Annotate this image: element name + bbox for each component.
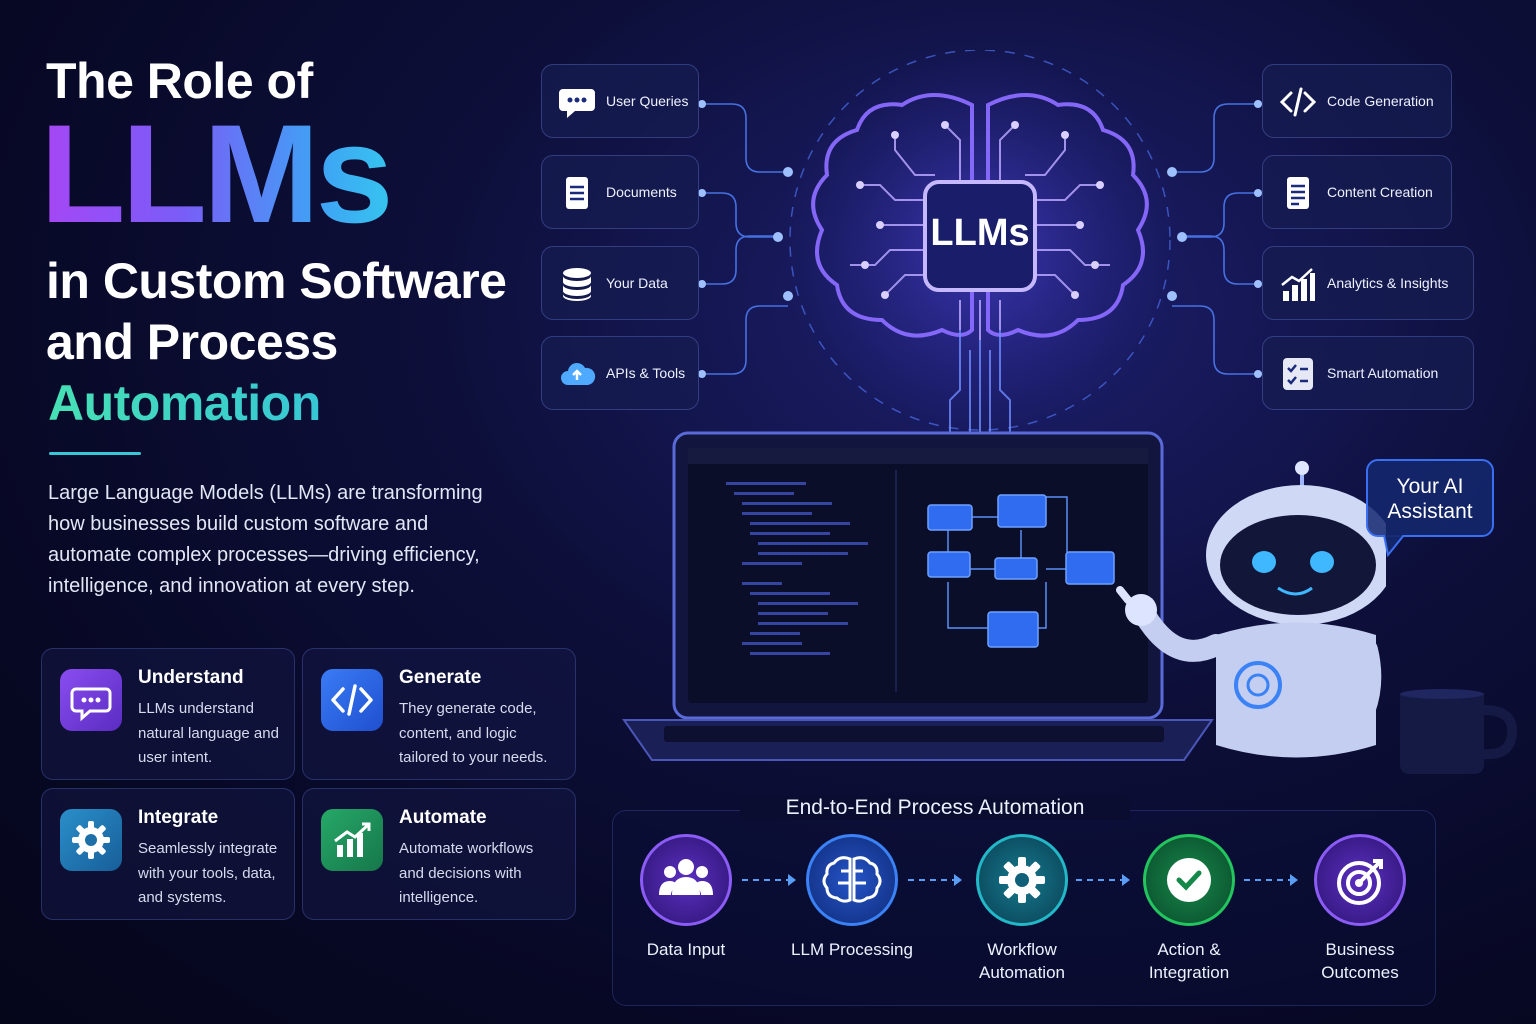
output-smart-automation: Smart Automation [1262,336,1474,410]
output-analytics-insights: Analytics & Insights [1262,246,1474,320]
feature-card-automate: Automate Automate workflows and decision… [302,788,576,920]
target-icon [1314,834,1406,926]
output-code-generation: Code Generation [1262,64,1452,138]
gear-icon [60,809,122,871]
flow-arrows [742,874,1298,886]
title-line-5: Automation [48,375,321,431]
input-label: Your Data [606,275,668,291]
flow-step-label: Workflow Automation [979,940,1065,982]
output-label: Analytics & Insights [1327,275,1449,291]
feature-card-understand: Understand LLMs understand natural langu… [41,648,295,780]
feature-card-generate: Generate They generate code, content, an… [302,648,576,780]
chat-icon [60,669,122,731]
flow-step-label: LLM Processing [791,940,913,959]
feature-text: Automate workflows and decisions with in… [399,840,534,906]
input-documents: Documents [541,155,699,229]
assistant-bubble-text: Your AI Assistant [1387,475,1473,523]
database-icon [558,265,596,303]
assistant-speech-bubble: Your AI Assistant [1366,459,1494,537]
chart-icon [1279,265,1317,303]
document-icon [558,174,596,212]
title-line-3: in Custom Software [46,253,507,309]
document-icon [1279,174,1317,212]
flow-step-label: Action & Integration [1148,940,1230,982]
title-line-1: The Role of [46,53,313,109]
title-divider [49,452,141,455]
code-icon [321,669,383,731]
gear-icon [976,834,1068,926]
input-user-queries: User Queries [541,64,699,138]
chart-icon [321,809,383,871]
robot-assistant-illustration [1116,461,1386,758]
feature-text: Seamlessly integrate with your tools, da… [138,840,278,906]
input-label: Documents [606,184,677,200]
title-line-4: and Process [46,314,338,370]
feature-title: Integrate [138,807,219,828]
input-label: APIs & Tools [606,365,686,381]
process-flow-title: End-to-End Process Automation [740,796,1130,820]
brain-label: LLMs [930,212,1030,254]
input-your-data: Your Data [541,246,699,320]
feature-title: Generate [399,667,482,688]
check-icon [1143,834,1235,926]
checklist-icon [1279,355,1317,393]
feature-text: LLMs understand natural language and use… [138,700,279,766]
brain-icon [806,834,898,926]
output-label: Smart Automation [1327,365,1439,381]
cloud-icon [558,355,596,393]
output-content-creation: Content Creation [1262,155,1452,229]
feature-title: Automate [399,807,487,828]
output-label: Content Creation [1327,184,1433,200]
title-highlight: LLMs [40,95,394,252]
description: Large Language Models (LLMs) are transfo… [48,482,483,597]
laptop-illustration [622,431,1214,761]
chat-icon [558,83,596,121]
users-icon [640,834,732,926]
flow-step-label: Data Input [646,940,726,959]
input-label: User Queries [606,93,689,109]
bubble-tail [1383,535,1405,558]
output-label: Code Generation [1327,93,1434,109]
code-icon [1279,83,1317,121]
flow-step-label: Business Outcomes [1321,940,1399,982]
feature-text: They generate code, content, and logic t… [399,700,548,766]
feature-title: Understand [138,667,244,688]
brain-diagram [698,50,1262,440]
mug-illustration [1400,689,1518,774]
feature-card-integrate: Integrate Seamlessly integrate with your… [41,788,295,920]
input-apis-tools: APIs & Tools [541,336,699,410]
